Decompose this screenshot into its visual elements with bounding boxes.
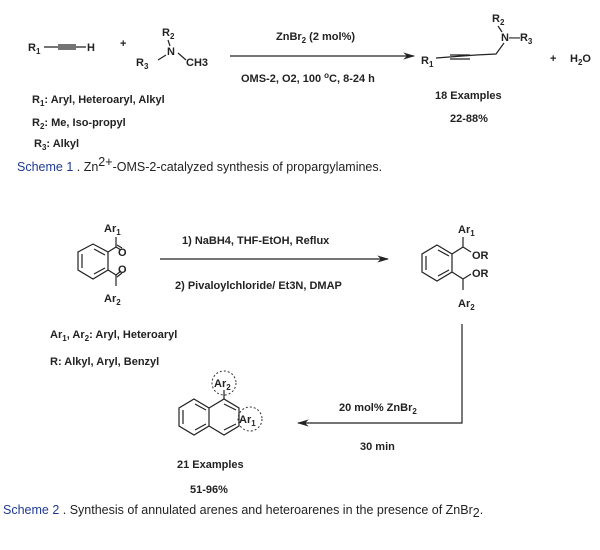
- svg-text:20 mol% ZnBr2: 20 mol% ZnBr2: [339, 402, 417, 416]
- svg-text:R1: R1: [28, 42, 41, 56]
- diester-intermediate: Ar1 OR OR Ar2: [421, 224, 489, 312]
- svg-text:Ar1, Ar2: Aryl, Heteroaryl: Ar1, Ar2: Aryl, Heteroaryl: [50, 329, 177, 343]
- svg-text:CH3: CH3: [186, 57, 208, 69]
- water: H2O: [570, 53, 591, 67]
- tertiary-amine: R2 N R3 CH3: [136, 27, 208, 71]
- svg-text:OMS-2, O2, 100 oC, 8-24 h: OMS-2, O2, 100 oC, 8-24 h: [241, 71, 375, 85]
- svg-text:R1: Aryl, Heteroaryl, Alkyl: R1: Aryl, Heteroaryl, Alkyl: [32, 94, 165, 108]
- substituent-definitions-2: Ar1, Ar2: Aryl, Heteroaryl R: Alkyl, Ary…: [50, 329, 177, 368]
- scheme-2: Ar1 O O Ar2 1) NaBH4, THF-EtOH, Reflux 2…: [3, 223, 489, 520]
- cyclization-arrow: 20 mol% ZnBr2 30 min: [296, 324, 463, 453]
- svg-text:R2: R2: [492, 13, 505, 27]
- svg-text:H: H: [87, 42, 95, 54]
- terminal-alkyne: R1 H: [28, 42, 95, 56]
- scheme-1-caption: Scheme 1 . Zn2+-OMS-2-catalyzed synthesi…: [17, 155, 382, 174]
- yield-range-2: 51-96%: [190, 484, 228, 496]
- svg-text:2) Pivaloylchloride/ Et3N, DM: 2) Pivaloylchloride/ Et3N, DMAP: [175, 280, 342, 292]
- svg-text:1) NaBH4, THF-EtOH, Reflux: 1) NaBH4, THF-EtOH, Reflux: [182, 235, 330, 247]
- svg-text:O: O: [118, 247, 127, 259]
- dashed-circle-ar2: [211, 370, 237, 396]
- svg-text:O: O: [118, 264, 127, 276]
- svg-text:N: N: [167, 46, 175, 58]
- examples-count: 18 Examples: [435, 90, 502, 102]
- scheme-1: R1 H + R2 N R3 CH3 ZnBr2 (2 mol%) OMS-2,…: [17, 13, 591, 174]
- diketone-reactant: Ar1 O O Ar2: [77, 223, 127, 307]
- reaction-arrow-1: ZnBr2 (2 mol%) OMS-2, O2, 100 oC, 8-24 h: [230, 31, 416, 85]
- svg-text:30 min: 30 min: [360, 441, 395, 453]
- reaction-arrow-2: 1) NaBH4, THF-EtOH, Reflux 2) Pivaloylch…: [160, 235, 390, 292]
- substituent-definitions: R1: Aryl, Heteroaryl, Alkyl R2: Me, Iso-…: [32, 94, 165, 152]
- naphthalene-product: Ar2 Ar1: [178, 370, 263, 436]
- svg-text:R2: R2: [162, 27, 175, 41]
- svg-text:Ar1: Ar1: [239, 414, 256, 428]
- svg-text:Ar2: Ar2: [458, 298, 475, 312]
- dashed-circle-ar1: [237, 406, 263, 432]
- svg-text:OR: OR: [472, 268, 489, 280]
- svg-text:R1: R1: [421, 55, 434, 69]
- propargylamine-product: R2 N—R3 R1: [421, 13, 533, 69]
- svg-text:Ar2: Ar2: [104, 293, 121, 307]
- triple-bond: [44, 44, 86, 50]
- svg-text:R3: Alkyl: R3: Alkyl: [34, 138, 79, 152]
- examples-count-2: 21 Examples: [177, 459, 244, 471]
- svg-text:R3: R3: [136, 57, 149, 71]
- plus-sign: +: [550, 53, 556, 65]
- plus-sign: +: [120, 38, 126, 50]
- svg-text:Ar1: Ar1: [458, 224, 475, 238]
- svg-text:ZnBr2 (2 mol%): ZnBr2 (2 mol%): [276, 31, 355, 45]
- svg-text:R2: Me, Iso-propyl: R2: Me, Iso-propyl: [32, 117, 126, 131]
- yield-range: 22-88%: [450, 113, 488, 125]
- svg-text:Ar1: Ar1: [104, 223, 121, 237]
- scheme-2-caption: Scheme 2 . Synthesis of annulated arenes…: [3, 503, 483, 520]
- svg-text:N—R3: N—R3: [501, 32, 533, 46]
- svg-text:R: Alkyl, Aryl, Benzyl: R: Alkyl, Aryl, Benzyl: [50, 356, 159, 368]
- svg-text:Ar2: Ar2: [214, 378, 231, 392]
- svg-text:OR: OR: [472, 250, 489, 262]
